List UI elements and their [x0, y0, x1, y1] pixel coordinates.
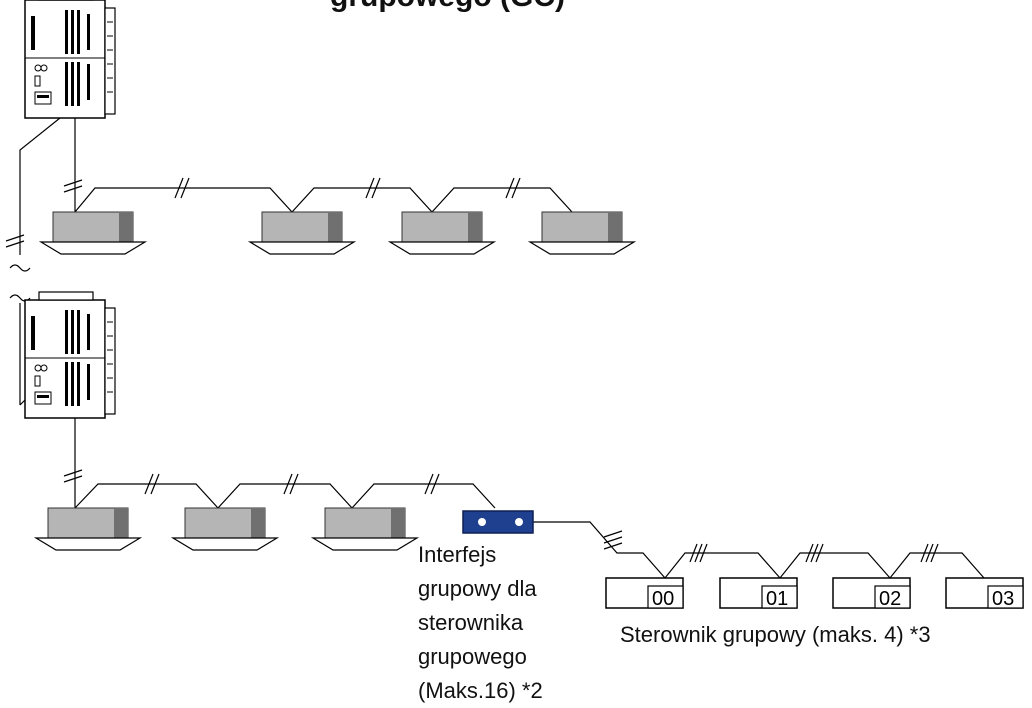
indoor-unit	[312, 507, 418, 551]
group-controller-00: 00	[605, 577, 684, 610]
controller-code: 02	[879, 588, 901, 610]
indoor-unit	[529, 211, 635, 255]
interface-label-line: Interfejs	[418, 542, 497, 567]
controller-code: 01	[766, 588, 788, 610]
indoor-unit	[172, 507, 278, 551]
group-controller-01: 01	[719, 577, 798, 610]
interface-label-line: sterownika	[418, 610, 524, 635]
group-controller-03: 03	[945, 577, 1024, 610]
controller-code: 03	[992, 588, 1014, 610]
controller-caption: Sterownik grupowy (maks. 4) *3	[620, 622, 931, 647]
indoor-unit	[249, 211, 355, 255]
indoor-unit	[389, 211, 495, 255]
interface-label-line: grupowy dla	[418, 576, 537, 601]
indoor-unit	[35, 507, 141, 551]
interface-label-line: (Maks.16) *2	[418, 678, 543, 703]
group-interface-box	[462, 510, 534, 534]
controller-code: 00	[652, 588, 674, 610]
diagram-title: grupowego (GC)	[330, 0, 565, 14]
indoor-unit	[40, 211, 146, 255]
interface-label: Interfejs grupowy dla sterownika grupowe…	[418, 538, 588, 708]
outdoor-unit-1	[24, 0, 116, 119]
outdoor-unit-2	[24, 291, 116, 419]
group-controller-02: 02	[832, 577, 911, 610]
interface-label-line: grupowego	[418, 644, 527, 669]
